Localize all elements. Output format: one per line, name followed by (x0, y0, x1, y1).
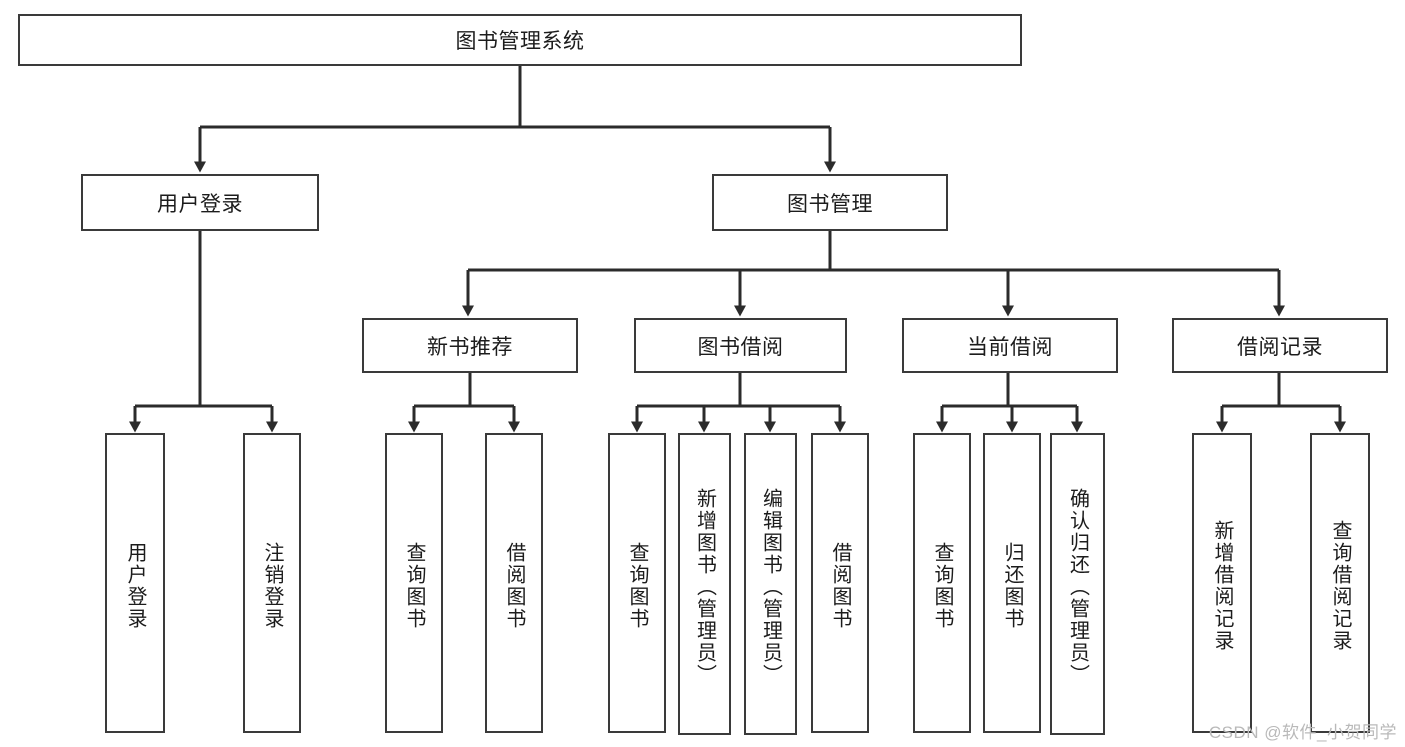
node-current-borrow[interactable]: 当前借阅 (902, 318, 1118, 373)
leaf-query-book[interactable]: 查询图书 (608, 433, 666, 733)
leaf-user-login-label: 用户登录 (124, 542, 146, 630)
leaf-borrow-book-newbook-label: 借阅图书 (503, 542, 525, 630)
node-new-book-recommend[interactable]: 新书推荐 (362, 318, 578, 373)
node-book-borrow[interactable]: 图书借阅 (634, 318, 847, 373)
leaf-query-book-newbook[interactable]: 查询图书 (385, 433, 443, 733)
leaf-user-login[interactable]: 用户登录 (105, 433, 165, 733)
node-user-login-label: 用户登录 (157, 192, 243, 216)
leaf-add-book-admin[interactable]: 新增图书（管理员） (678, 433, 731, 735)
leaf-edit-book-admin[interactable]: 编辑图书（管理员） (744, 433, 797, 735)
edge-group-borrow (631, 373, 846, 433)
edge-group-root (194, 66, 836, 173)
leaf-query-book-current-label: 查询图书 (931, 542, 953, 630)
edge-group-login (129, 231, 278, 433)
leaf-add-book-admin-label: 新增图书（管理员） (693, 488, 716, 686)
edge-group-newbook (408, 373, 520, 433)
leaf-borrow-book-label: 借阅图书 (829, 542, 851, 630)
leaf-query-borrow-record-label: 查询借阅记录 (1329, 520, 1351, 652)
edge-group-current (936, 373, 1083, 433)
node-user-login[interactable]: 用户登录 (81, 174, 319, 231)
leaf-query-book-label: 查询图书 (626, 542, 648, 630)
node-borrow-records-label: 借阅记录 (1237, 335, 1323, 359)
node-root-label: 图书管理系统 (455, 30, 585, 53)
leaf-query-borrow-record[interactable]: 查询借阅记录 (1310, 433, 1370, 733)
node-root[interactable]: 图书管理系统 (18, 14, 1022, 66)
leaf-confirm-return-admin-label: 确认归还（管理员） (1066, 488, 1089, 686)
leaf-add-borrow-record-label: 新增借阅记录 (1211, 520, 1233, 652)
node-book-management-label: 图书管理 (787, 192, 873, 216)
leaf-return-book-label: 归还图书 (1001, 542, 1023, 630)
leaf-query-book-current[interactable]: 查询图书 (913, 433, 971, 733)
csdn-watermark: CSDN @软件_小贺同学 (1208, 723, 1397, 742)
leaf-user-logout-label: 注销登录 (261, 542, 283, 630)
edge-group-bookmgmt (462, 231, 1285, 317)
leaf-edit-book-admin-label: 编辑图书（管理员） (759, 488, 782, 686)
leaf-borrow-book-newbook[interactable]: 借阅图书 (485, 433, 543, 733)
leaf-query-book-newbook-label: 查询图书 (403, 542, 425, 630)
node-current-borrow-label: 当前借阅 (967, 335, 1053, 359)
leaf-borrow-book[interactable]: 借阅图书 (811, 433, 869, 733)
node-borrow-records[interactable]: 借阅记录 (1172, 318, 1388, 373)
leaf-add-borrow-record[interactable]: 新增借阅记录 (1192, 433, 1252, 733)
leaf-confirm-return-admin[interactable]: 确认归还（管理员） (1050, 433, 1105, 735)
leaf-return-book[interactable]: 归还图书 (983, 433, 1041, 733)
leaf-user-logout[interactable]: 注销登录 (243, 433, 301, 733)
node-book-management[interactable]: 图书管理 (712, 174, 948, 231)
node-book-borrow-label: 图书借阅 (697, 335, 784, 359)
node-new-book-recommend-label: 新书推荐 (427, 335, 513, 359)
edge-group-records (1216, 373, 1346, 433)
